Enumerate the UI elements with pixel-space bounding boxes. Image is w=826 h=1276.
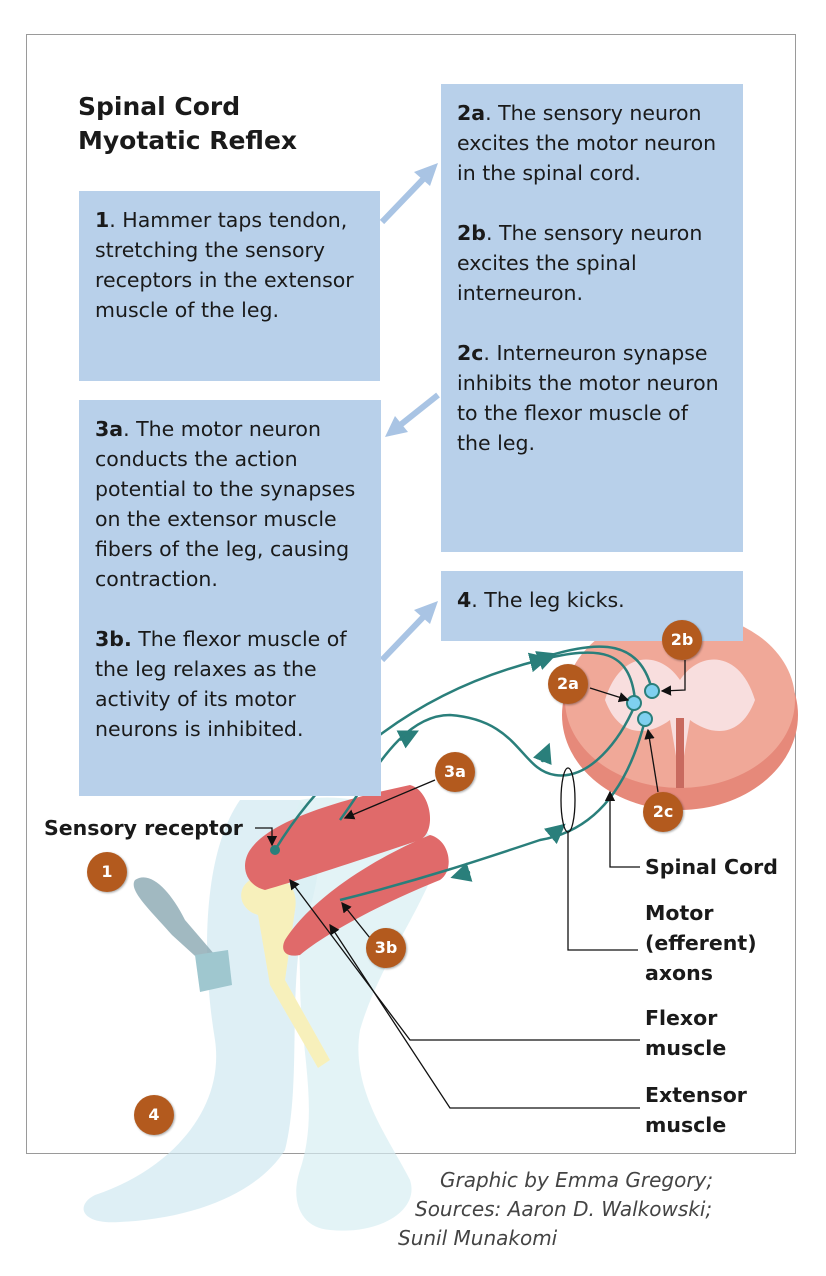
step-2c-number: 2c [457,341,484,365]
step-1-number: 1 [95,208,110,232]
label-sensory-receptor: Sensory receptor [44,816,243,840]
step-1-text: . Hammer taps tendon, stretching the sen… [95,208,354,322]
step-3b-number: 3b. [95,627,132,651]
step-2b-number: 2b [457,221,486,245]
badge-2b: 2b [662,620,702,660]
badge-2c: 2c [643,792,683,832]
figure-frame [26,34,796,1154]
step-4-number: 4 [457,588,472,612]
label-flexor-line2: muscle [645,1036,727,1060]
flow-arrow-1-to-2 [379,163,438,225]
motor-neuron-flexor-path [339,719,647,902]
interneuron-path [547,645,654,691]
flow-arrow-2-to-3 [385,392,440,437]
label-motor-axons-line1: Motor [645,901,714,925]
spinal-cord-section [562,612,798,810]
motor-neuron-extensor-path [338,704,637,821]
label-extensor-line1: Extensor [645,1083,747,1107]
step-2a-number: 2a [457,101,486,125]
step-2c-text: . Interneuron synapse inhibits the motor… [457,341,719,455]
flow-arrow-3-to-4 [379,601,438,663]
step-2-box: 2a. The sensory neuron excites the motor… [441,84,743,552]
credit-line-1: Graphic by Emma Gregory; [440,1168,714,1192]
label-extensor-line2: muscle [645,1113,727,1137]
reflex-hammer [133,877,232,992]
leader-lines [255,660,686,1109]
credit-line-3: Sunil Munakomi [398,1226,558,1250]
figure-title: Spinal Cord Myotatic Reflex [78,92,298,155]
badge-4: 4 [134,1095,174,1135]
badge-3b: 3b [366,928,406,968]
step-3b-text: The flexor muscle of the leg relaxes as … [95,627,347,741]
step-3a-number: 3a [95,417,124,441]
step-1-box: 1. Hammer taps tendon, stretching the se… [79,191,380,381]
label-motor-axons-line2: (efferent) [645,931,757,955]
credit-block: Graphic by Emma Gregory; Sources: Aaron … [398,1166,713,1253]
step-3a-text: . The motor neuron conducts the action p… [95,417,356,591]
label-motor-axons-line3: axons [645,961,713,985]
step-2b-text: . The sensory neuron excites the spinal … [457,221,703,305]
step-4-text: . The leg kicks. [471,588,625,612]
badge-1: 1 [87,852,127,892]
step-3-box: 3a. The motor neuron conducts the action… [79,400,381,796]
label-spinal-cord: Spinal Cord [645,855,778,879]
badge-2a: 2a [548,664,588,704]
sensory-receptor-dot [270,845,280,855]
synapse-2b [644,683,660,699]
synapse-2c [637,711,653,727]
badge-3a: 3a [435,752,475,792]
step-2a-text: . The sensory neuron excites the motor n… [457,101,717,185]
synapse-2a [626,695,642,711]
extensor-muscle-shape [245,785,431,890]
credit-line-2: Sources: Aaron D. Walkowski; [415,1197,713,1221]
label-flexor-line1: Flexor [645,1006,718,1030]
